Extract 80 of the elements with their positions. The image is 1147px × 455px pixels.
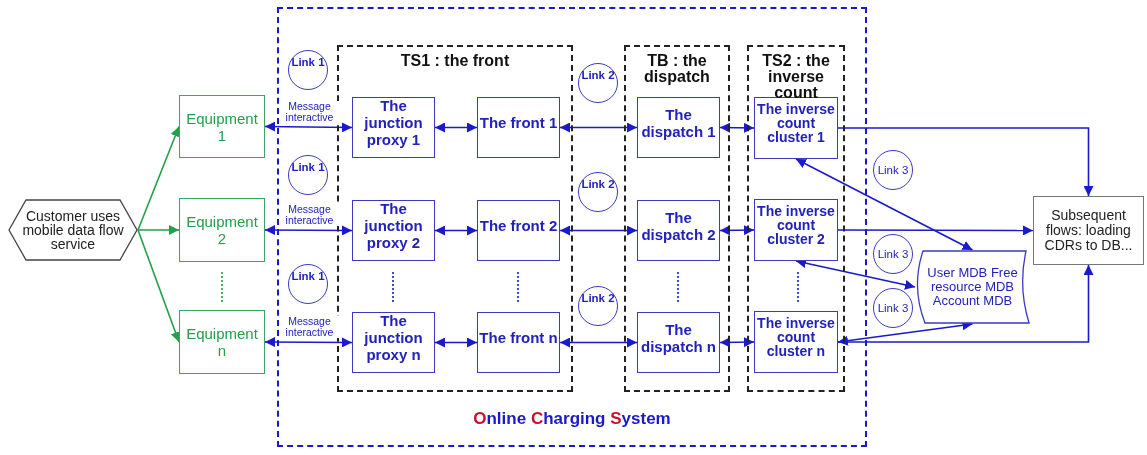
process-box <box>352 312 435 373</box>
link-circle <box>578 63 618 103</box>
process-box <box>754 311 838 373</box>
system-boundary <box>277 7 867 447</box>
arrow <box>137 225 180 235</box>
node-label: The front 1 <box>479 114 558 131</box>
arrow <box>719 225 755 236</box>
link-circle <box>288 50 328 90</box>
process-box <box>352 200 435 261</box>
link-label: Link 3 <box>877 248 909 260</box>
node-label: The front n <box>479 329 558 346</box>
arrow <box>719 122 755 133</box>
node-label: The front 2 <box>479 217 558 234</box>
process-box <box>1033 196 1144 265</box>
node-label: The inverse count cluster n <box>756 316 836 358</box>
node-label: The inverse count cluster 1 <box>756 102 836 144</box>
process-box <box>637 312 720 373</box>
process-box <box>477 97 560 158</box>
link-label: Link 1 <box>291 270 325 282</box>
process-box <box>754 199 838 261</box>
node-label: The dispatch 2 <box>640 208 717 243</box>
group-title: TB : the dispatch <box>643 53 711 85</box>
node-label: Subsequent flows: loading CDRs to DB... <box>1043 208 1134 253</box>
process-box <box>637 97 720 158</box>
arrow <box>264 121 353 133</box>
process-box <box>477 200 560 261</box>
link-circle <box>288 264 328 304</box>
node-label: The junction proxy n <box>363 312 424 363</box>
arrow <box>137 125 180 231</box>
arrow <box>264 225 353 236</box>
arrow <box>559 225 638 236</box>
link-label: Link 2 <box>581 292 615 304</box>
process-box <box>754 97 838 159</box>
link-circle <box>873 288 913 328</box>
database-shape <box>915 250 1030 324</box>
link-circle <box>873 234 913 274</box>
group-title: TS2 : the inverse count <box>761 53 831 101</box>
equipment-box <box>179 198 265 262</box>
stage-group <box>624 45 730 392</box>
equipment-box <box>179 310 265 374</box>
process-box <box>477 312 560 373</box>
node-label: Equipment 1 <box>185 109 259 144</box>
stage-group <box>337 45 573 392</box>
link-label: Link 2 <box>581 178 615 190</box>
arrow <box>434 122 478 133</box>
link-circle <box>873 150 913 190</box>
node-label: The dispatch n <box>640 320 717 355</box>
link-label: Link 1 <box>291 56 325 68</box>
node-label: The junction proxy 1 <box>363 97 424 148</box>
link-circle <box>288 155 328 195</box>
arrow <box>795 158 974 251</box>
arrow <box>434 337 478 348</box>
equipment-box <box>179 95 265 158</box>
node-label: User MDB Free resource MDB Account MDB <box>926 266 1019 308</box>
system-title: Online Charging System <box>473 409 671 429</box>
arrow <box>837 225 1034 236</box>
group-title: TS1 : the front <box>400 53 510 69</box>
node-label: The dispatch 1 <box>640 105 717 140</box>
arrow <box>264 337 353 348</box>
process-box <box>352 97 435 158</box>
node-label: Customer uses mobile data flow service <box>21 209 125 251</box>
stage-group <box>747 45 845 392</box>
link-label: Link 3 <box>877 302 909 314</box>
arrow <box>837 127 1094 197</box>
link-label: Link 2 <box>581 69 615 81</box>
arrow <box>559 122 638 133</box>
link-circle <box>578 286 618 326</box>
arrow <box>137 229 181 343</box>
link-label: Link 3 <box>877 164 909 176</box>
link-label: Link 1 <box>291 161 325 173</box>
node-label: Equipment n <box>185 325 259 359</box>
arrow <box>559 337 638 348</box>
arrow <box>434 225 478 236</box>
process-box <box>637 200 720 261</box>
node-label: Equipment 2 <box>185 213 259 247</box>
arrow <box>719 337 755 348</box>
start-hexagon <box>8 199 138 261</box>
node-label: The junction proxy 2 <box>363 200 424 251</box>
link-circle <box>578 172 618 212</box>
node-label: The inverse count cluster 2 <box>756 204 836 246</box>
